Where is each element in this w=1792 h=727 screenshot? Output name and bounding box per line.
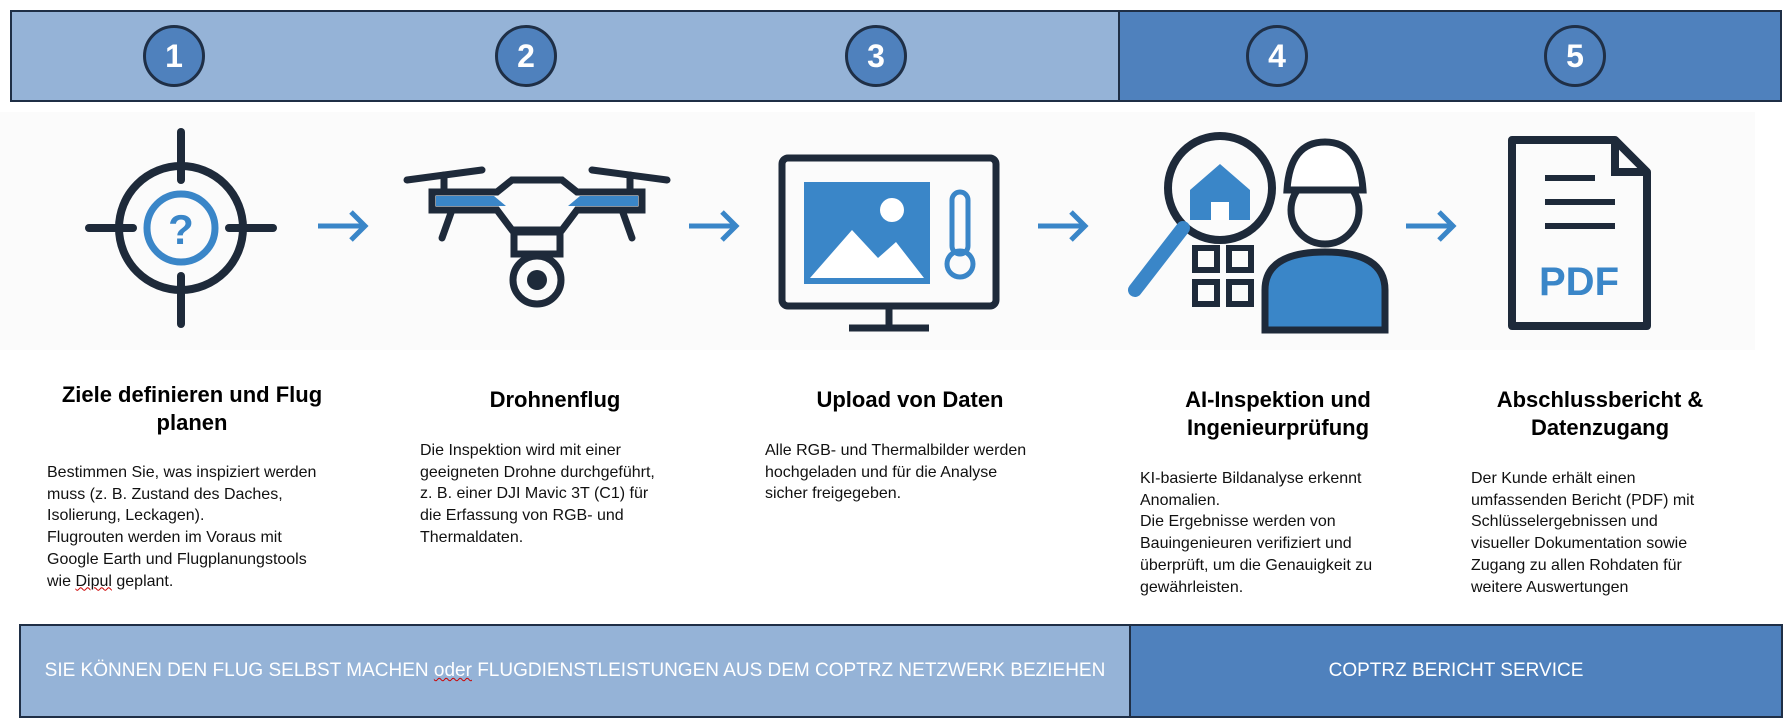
monitor-upload-icon [778, 154, 1000, 332]
report-service-label: COPTRZ BERICHT SERVICE [1328, 660, 1584, 681]
arrow-right-icon [318, 210, 369, 242]
top-band-report-service [1118, 10, 1782, 102]
arrow-right-icon [689, 210, 740, 242]
step-3-description: Alle RGB- und Thermalbilder werden hochg… [765, 442, 1027, 503]
step-1-number: 1 [143, 25, 205, 87]
step-1-title: Ziele definieren und Flug planen [61, 382, 323, 435]
step-4-description: KI-basierte Bildanalyse erkennt Anomalie… [1140, 470, 1373, 596]
step-2-title: Drohnenflug [489, 387, 621, 412]
svg-text:?: ? [168, 206, 194, 253]
step-2-description: Die Inspektion wird mit einer geeigneten… [420, 442, 655, 546]
pdf-label: PDF [1539, 260, 1619, 304]
pdf-document-icon: PDF [1508, 136, 1651, 330]
arrow-right-icon [1406, 210, 1457, 242]
arrow-right-icon [1038, 210, 1089, 242]
step-3-number: 3 [845, 25, 907, 87]
drone-icon [403, 166, 671, 308]
step-2-number: 2 [495, 25, 557, 87]
step-4-number: 4 [1246, 25, 1308, 87]
step-3-title: Upload von Daten [816, 387, 1004, 412]
step-5-title: Abschlussbericht & Datenzugang [1496, 387, 1704, 440]
target-question-icon: ? [85, 128, 277, 328]
inspection-engineer-icon [1128, 132, 1389, 334]
self-service-label: SIE KÖNNEN DEN FLUG SELBST MACHEN oder F… [44, 660, 1106, 681]
step-5-description: Der Kunde erhält einen umfassenden Beric… [1471, 470, 1695, 596]
step-1-description: Bestimmen Sie, was inspiziert werden mus… [47, 464, 317, 590]
bottom-band-report-service: COPTRZ BERICHT SERVICE [1129, 624, 1783, 718]
step-5-number: 5 [1544, 25, 1606, 87]
bottom-band-self-service: SIE KÖNNEN DEN FLUG SELBST MACHEN oder F… [19, 624, 1131, 718]
step-4-title: AI-Inspektion und Ingenieurprüfung [1185, 387, 1371, 440]
